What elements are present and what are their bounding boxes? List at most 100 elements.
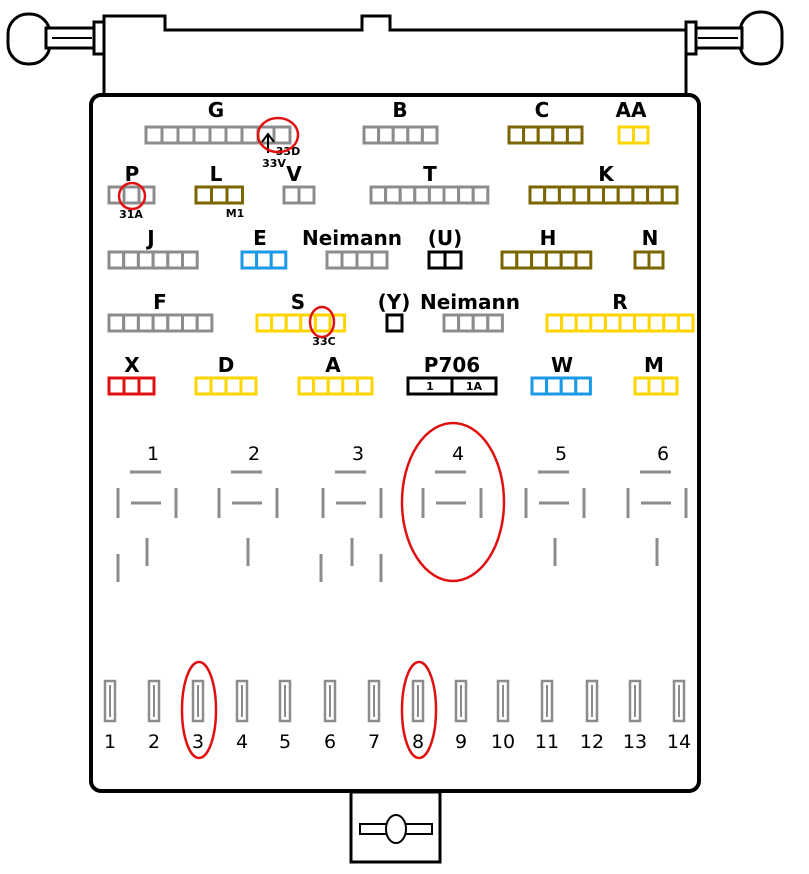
fuse-slot-14[interactable]: 14 — [667, 679, 691, 753]
connector-k[interactable]: K — [528, 162, 679, 205]
highlight-ring-relay-4 — [400, 421, 506, 583]
connector-b[interactable]: B — [362, 98, 439, 145]
connector-pin — [122, 313, 140, 333]
fuse-slot-12[interactable]: 12 — [580, 679, 604, 753]
relay-number: 4 — [452, 443, 464, 465]
connector-u[interactable]: (U) — [427, 226, 463, 270]
relay-socket-1[interactable]: 1 — [116, 443, 178, 582]
connector-pin — [515, 250, 534, 270]
connector-pin — [574, 250, 593, 270]
connector-pin — [326, 376, 345, 396]
connector-c[interactable]: C — [507, 98, 584, 145]
connector-pin — [661, 376, 679, 396]
connector-pin — [616, 185, 635, 205]
fuse-slot-9[interactable]: 9 — [454, 679, 468, 753]
fuse-slot-13[interactable]: 13 — [623, 679, 647, 753]
fuse-number: 8 — [412, 731, 424, 753]
connector-pin — [406, 125, 424, 145]
fuse-slot-8[interactable]: 8 — [411, 679, 425, 753]
connector-f[interactable]: F — [107, 290, 214, 333]
relay-socket-5[interactable]: 5 — [524, 443, 586, 566]
connector-x[interactable]: X — [107, 353, 156, 396]
connector-pin — [617, 125, 635, 145]
annotation-33c: 33C — [312, 335, 335, 348]
relay-socket-3[interactable]: 3 — [319, 443, 383, 582]
fuse-slot-3[interactable]: 3 — [191, 679, 205, 753]
relay-socket-4[interactable]: 4 — [421, 443, 483, 518]
fuse-number: 5 — [279, 731, 291, 753]
connector-m[interactable]: M — [633, 353, 679, 396]
connector-pin — [107, 250, 126, 270]
bottom-latch — [349, 790, 442, 864]
connector-neimann[interactable]: Neimann — [420, 290, 520, 333]
connector-pin — [384, 185, 402, 205]
connector-pin — [632, 125, 650, 145]
connector-h[interactable]: H — [500, 226, 593, 270]
fuse-slot-6[interactable]: 6 — [323, 679, 337, 753]
connector-pin — [587, 185, 605, 205]
connector-label: E — [253, 226, 267, 250]
fuse-number: 7 — [368, 731, 380, 753]
highlight-group — [117, 116, 506, 760]
connector-pin — [282, 185, 301, 205]
connector-y[interactable]: (Y) — [378, 290, 411, 333]
fuse-slot-11[interactable]: 11 — [535, 679, 559, 753]
fuse-number: 12 — [580, 731, 604, 753]
connector-l[interactable]: L — [194, 162, 244, 205]
connector-j[interactable]: J — [107, 226, 199, 270]
right-hinge — [684, 10, 784, 66]
left-hinge — [6, 12, 106, 66]
connector-label: P — [125, 162, 140, 186]
connector-pin — [660, 185, 679, 205]
relay-socket-6[interactable]: 6 — [626, 443, 688, 566]
fuse-slot-4[interactable]: 4 — [235, 679, 249, 753]
relay-number: 3 — [352, 443, 364, 465]
connector-a[interactable]: A — [297, 353, 374, 396]
connector-pin — [137, 376, 156, 396]
connector-w[interactable]: W — [530, 353, 592, 396]
connector-pin — [341, 376, 359, 396]
connector-pin — [136, 250, 155, 270]
connector-pin — [270, 313, 288, 333]
connector-label: T — [423, 162, 437, 186]
connector-label: M — [644, 353, 664, 377]
connector-pin — [557, 185, 576, 205]
connector-pin — [530, 250, 548, 270]
connector-label: C — [535, 98, 550, 122]
connector-n[interactable]: N — [633, 226, 665, 270]
connector-pin — [545, 376, 563, 396]
connector-label: F — [153, 290, 167, 314]
connector-pin — [239, 376, 258, 396]
connector-neimann[interactable]: Neimann — [302, 226, 402, 270]
connector-label: P706 — [424, 353, 480, 377]
connector-aa[interactable]: AA — [616, 98, 650, 145]
connector-s[interactable]: S — [255, 290, 347, 333]
connector-label: A — [325, 353, 341, 377]
connector-d[interactable]: D — [194, 353, 258, 396]
connector-v[interactable]: V — [282, 162, 316, 205]
fuse-slot-2[interactable]: 2 — [147, 679, 161, 753]
connector-pin — [385, 313, 404, 333]
connector-pin — [122, 250, 140, 270]
connector-r[interactable]: R — [545, 290, 695, 333]
connector-pin — [646, 185, 664, 205]
connector-pin — [633, 313, 651, 333]
connector-t[interactable]: T — [369, 162, 490, 205]
fuse-slot-7[interactable]: 7 — [367, 679, 381, 753]
connector-pin — [559, 376, 578, 396]
relay-socket-2[interactable]: 2 — [217, 443, 279, 566]
connector-pin — [122, 376, 141, 396]
fuse-slot-10[interactable]: 10 — [491, 679, 515, 753]
connector-pin — [442, 185, 461, 205]
fuse-slot-5[interactable]: 5 — [278, 679, 292, 753]
fuse-slot-1[interactable]: 1 — [103, 679, 117, 753]
highlight-ring-fuse-3 — [180, 660, 218, 760]
connector-label: X — [124, 353, 140, 377]
connector-e[interactable]: E — [240, 226, 288, 270]
connector-pin — [166, 250, 185, 270]
